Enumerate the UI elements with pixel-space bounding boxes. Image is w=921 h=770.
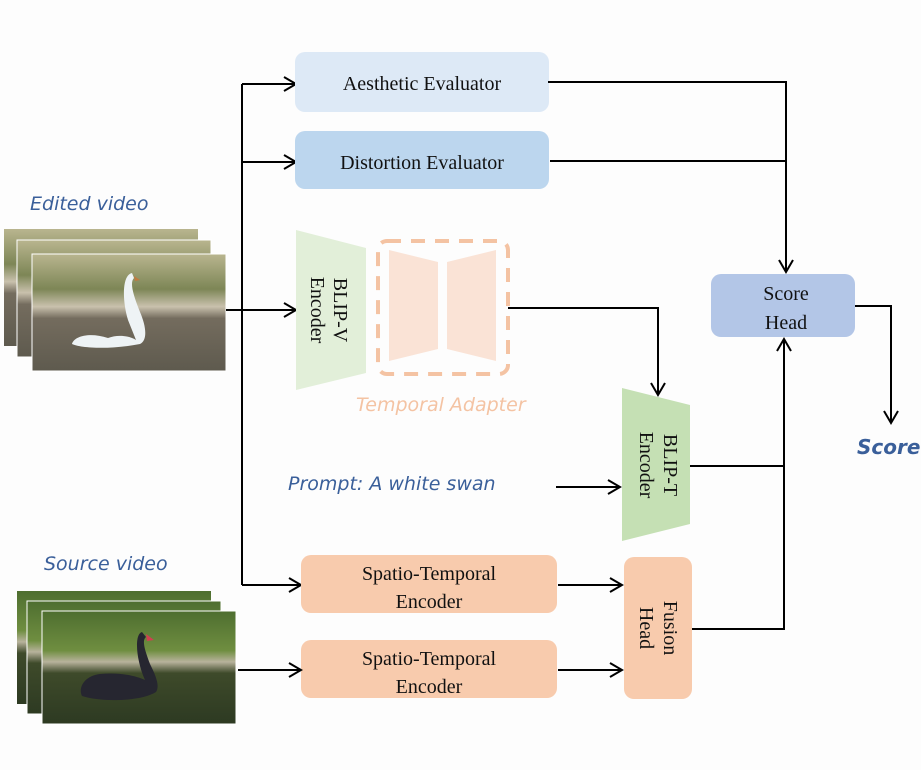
adapter-to-blip-t-connector xyxy=(508,307,666,397)
fusion-head: Fusion Head xyxy=(624,557,692,699)
score-head-line1: Score xyxy=(763,283,809,305)
edited-video-trunk xyxy=(226,76,303,593)
score-head-line2: Head xyxy=(765,312,807,334)
st-encoder-2-line2: Encoder xyxy=(396,676,463,698)
to-score-head-connector xyxy=(690,337,792,630)
temporal-adapter-label: Temporal Adapter xyxy=(356,394,527,416)
distortion-evaluator-label: Distortion Evaluator xyxy=(340,152,504,174)
blip-v-label-line2: Encoder xyxy=(306,277,328,344)
black-swan-image xyxy=(80,632,158,701)
score-output-arrow xyxy=(855,305,899,425)
aesthetic-evaluator-label: Aesthetic Evaluator xyxy=(343,73,502,95)
st-encoder-1-line2: Encoder xyxy=(396,591,463,613)
prompt-text: Prompt: A white swan xyxy=(288,473,496,495)
aesthetic-evaluator-box: Aesthetic Evaluator xyxy=(295,52,549,112)
edited-video-label: Edited video xyxy=(30,193,148,215)
score-label: Score xyxy=(857,435,920,459)
st-encoder-1-line1: Spatio-Temporal xyxy=(362,563,497,585)
blip-t-label-line2: Encoder xyxy=(635,432,657,499)
distortion-evaluator-box: Distortion Evaluator xyxy=(295,131,549,189)
white-swan-image xyxy=(72,273,146,348)
spatio-temporal-encoder-2: Spatio-Temporal Encoder xyxy=(301,640,557,698)
evaluator-to-score-connector xyxy=(548,81,794,274)
source-video-label: Source video xyxy=(44,553,168,575)
fusion-head-line1: Fusion xyxy=(659,601,681,655)
source-video-frames xyxy=(17,591,237,725)
blip-t-encoder: BLIP-T Encoder xyxy=(622,388,690,541)
encoder-to-fusion-connector xyxy=(558,577,624,678)
fusion-head-line2: Head xyxy=(635,607,657,649)
edited-video-frames xyxy=(4,229,227,372)
st-encoder-2-line1: Spatio-Temporal xyxy=(362,648,497,670)
blip-v-label-line1: BLIP-V xyxy=(329,278,351,343)
temporal-adapter: Temporal Adapter xyxy=(356,239,527,416)
spatio-temporal-encoder-1: Spatio-Temporal Encoder xyxy=(301,555,557,613)
score-head: Score Head xyxy=(711,274,855,337)
blip-v-encoder: BLIP-V Encoder xyxy=(296,230,366,390)
blip-t-label-line1: BLIP-T xyxy=(659,434,681,496)
